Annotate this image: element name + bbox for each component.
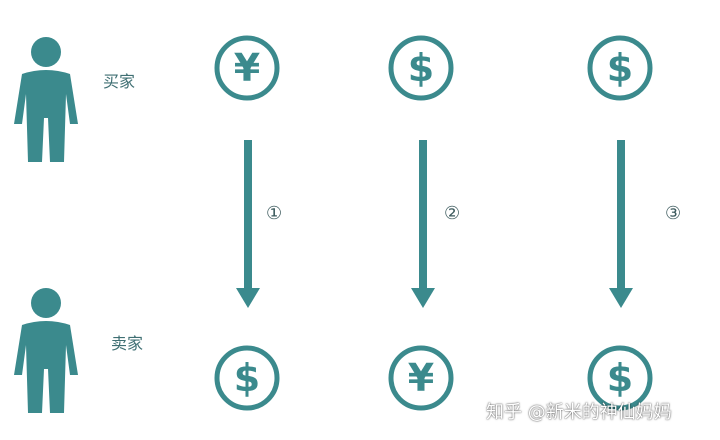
- step-3-label: ③: [665, 203, 682, 224]
- watermark: 知乎 @新米的神仙妈妈: [486, 402, 672, 423]
- dollar-coin-icon: $: [584, 342, 656, 414]
- seller-person-icon: [14, 288, 78, 413]
- dollar-coin-icon: $: [584, 32, 656, 104]
- dollar-coin-icon: $: [385, 32, 457, 104]
- seller-label: 卖家: [111, 334, 144, 353]
- step-3-arrow: [609, 140, 633, 308]
- dollar-coin-icon: $: [211, 342, 283, 414]
- yuan-coin-icon: ¥: [385, 342, 457, 414]
- buyer-person-icon: [14, 37, 78, 162]
- yuan-coin-icon: ¥: [211, 32, 283, 104]
- buyer-label: 买家: [103, 72, 136, 91]
- step-2-arrow: [411, 140, 435, 308]
- step-1-arrow: [236, 140, 260, 308]
- step-1-label: ①: [266, 203, 283, 224]
- step-2-label: ②: [444, 203, 461, 224]
